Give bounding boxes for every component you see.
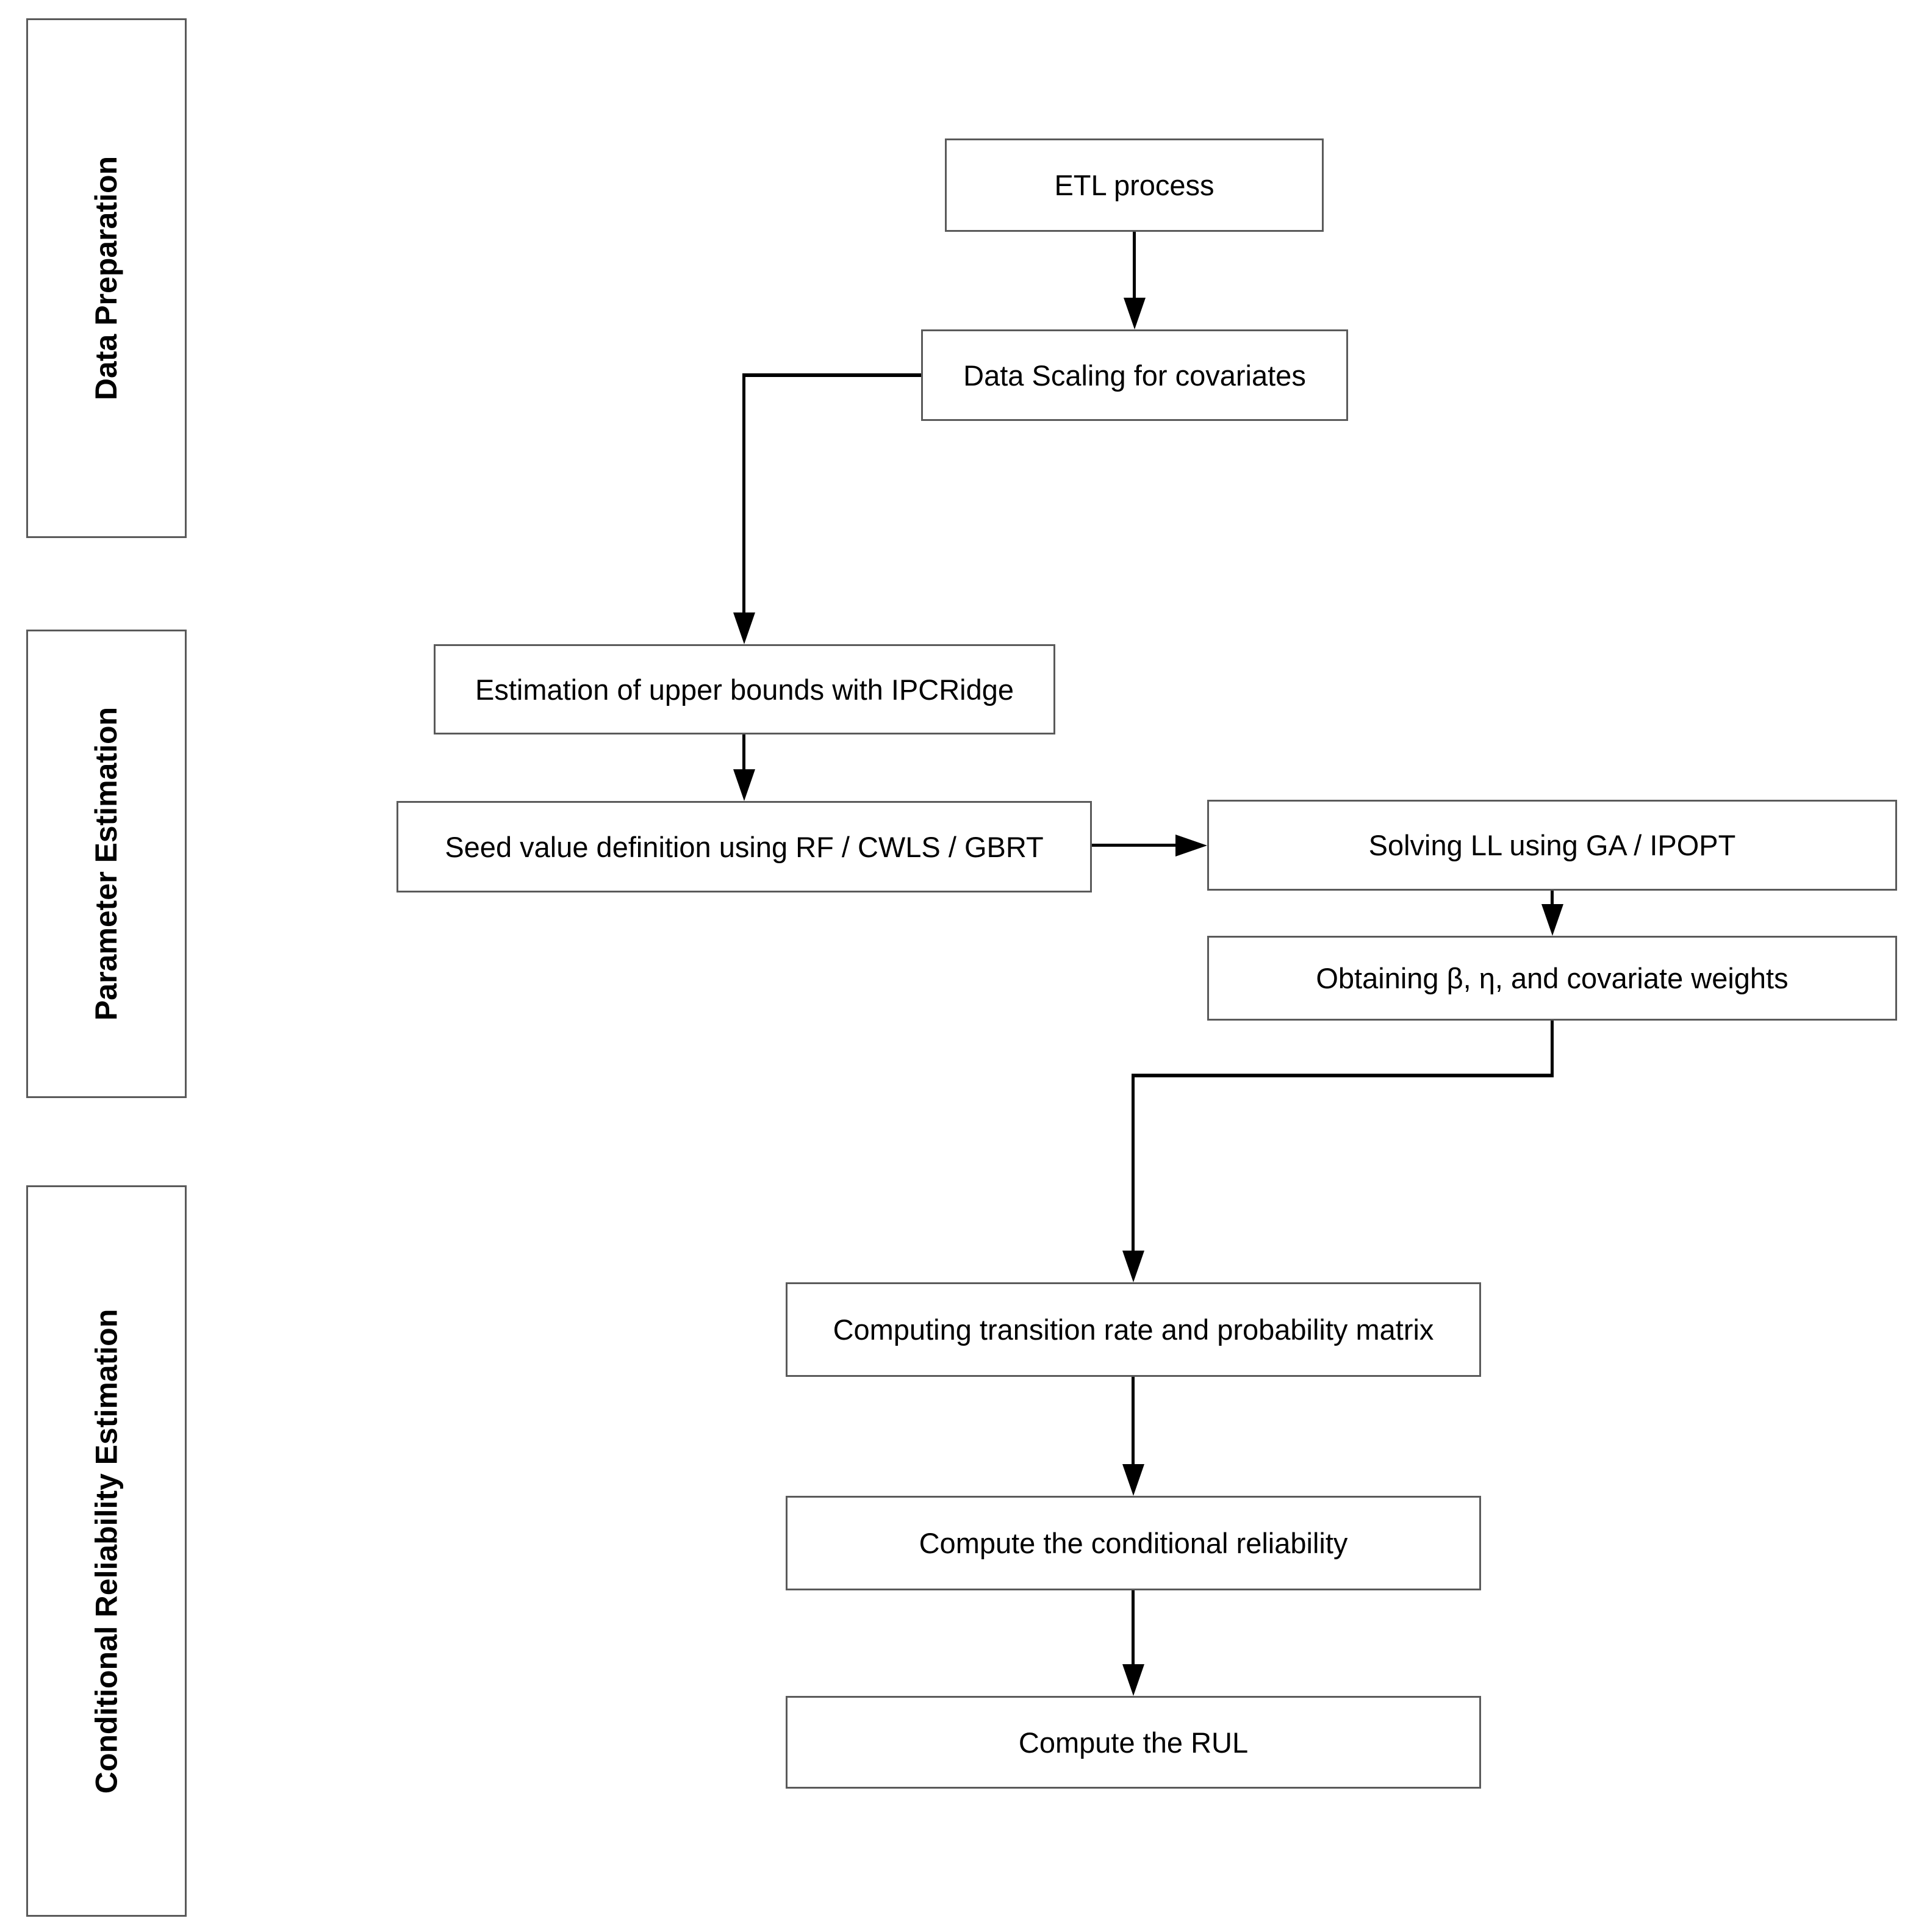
connector-obtaining-to-transition-arrowhead [1122, 1251, 1144, 1282]
step-label-conditional-reliability: Compute the conditional reliability [919, 1527, 1348, 1559]
section-box-parameter-estimation: Parameter Estimation [26, 630, 187, 1098]
step-box-etl-process: ETL process [945, 138, 1324, 232]
connector-obtaining-to-transition-vline1 [1551, 1021, 1554, 1077]
connector-obtaining-to-transition-hline [1132, 1074, 1554, 1077]
step-box-transition-matrix: Computing transition rate and probabilit… [786, 1282, 1481, 1377]
connector-obtaining-to-transition-vline2 [1132, 1074, 1135, 1252]
step-label-seed-value-definition: Seed value definition using RF / CWLS / … [445, 830, 1044, 863]
step-box-compute-rul: Compute the RUL [786, 1696, 1481, 1789]
step-box-obtaining-weights: Obtaining β, η, and covariate weights [1207, 936, 1897, 1021]
connector-reliability-to-rul-line [1132, 1590, 1135, 1666]
connector-solving-to-obtaining-arrowhead [1541, 904, 1563, 936]
step-box-upper-bounds-estimation: Estimation of upper bounds with IPCRidge [434, 644, 1055, 734]
step-label-compute-rul: Compute the RUL [1018, 1726, 1249, 1759]
connector-scaling-to-bounds-vline [742, 373, 745, 612]
connector-transition-to-reliability-arrowhead [1122, 1464, 1144, 1496]
step-box-data-scaling: Data Scaling for covariates [921, 329, 1348, 421]
section-box-data-preparation: Data Preparation [26, 18, 187, 538]
step-box-conditional-reliability: Compute the conditional reliability [786, 1496, 1481, 1590]
section-box-conditional-reliability-estimation: Conditional Reliability Estimation [26, 1185, 187, 1917]
step-label-data-scaling: Data Scaling for covariates [963, 359, 1306, 392]
step-box-solving-ll: Solving LL using GA / IPOPT [1207, 800, 1897, 891]
connector-etl-to-scaling-arrowhead [1124, 298, 1146, 329]
step-label-solving-ll: Solving LL using GA / IPOPT [1368, 829, 1736, 861]
connector-seed-to-solving-line [1092, 844, 1177, 847]
section-label-parameter-estimation: Parameter Estimation [89, 706, 124, 1021]
step-label-etl-process: ETL process [1054, 169, 1215, 201]
connector-solving-to-obtaining-line [1551, 891, 1554, 907]
step-box-seed-value-definition: Seed value definition using RF / CWLS / … [396, 801, 1092, 892]
connector-transition-to-reliability-line [1132, 1377, 1135, 1466]
step-label-obtaining-weights: Obtaining β, η, and covariate weights [1316, 962, 1789, 994]
connector-etl-to-scaling-line [1133, 232, 1136, 300]
step-label-upper-bounds-estimation: Estimation of upper bounds with IPCRidge [475, 673, 1014, 706]
connector-bounds-to-seed-line [742, 734, 745, 771]
connector-scaling-to-bounds-hline [744, 373, 921, 377]
section-label-conditional-reliability-estimation: Conditional Reliability Estimation [89, 1309, 124, 1794]
connector-reliability-to-rul-arrowhead [1122, 1664, 1144, 1696]
connector-seed-to-solving-arrowhead [1175, 835, 1207, 856]
connector-bounds-to-seed-arrowhead [733, 769, 755, 801]
connector-scaling-to-bounds-arrowhead [733, 612, 755, 644]
section-label-data-preparation: Data Preparation [89, 156, 124, 401]
step-label-transition-matrix: Computing transition rate and probabilit… [833, 1313, 1434, 1346]
